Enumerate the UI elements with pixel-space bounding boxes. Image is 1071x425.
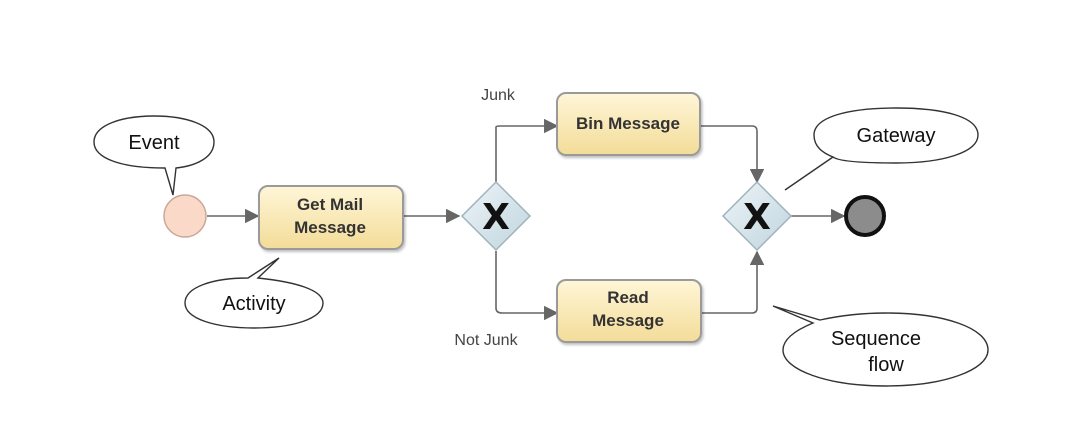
callout-gateway-label: Gateway — [857, 125, 936, 147]
task-read-label-line2: Message — [592, 311, 664, 330]
callout-event: Event — [93, 115, 215, 196]
flow-label-not-junk: Not Junk — [454, 332, 518, 349]
merge-gateway-x-mark: X — [743, 197, 771, 238]
callout-event-label: Event — [128, 132, 180, 154]
start-event[interactable] — [163, 194, 207, 238]
task-bin-message-box — [556, 92, 701, 156]
flow-label-junk: Junk — [481, 87, 516, 104]
split-gateway[interactable]: X — [460, 180, 532, 252]
callout-sequence-flow-label-line2: flow — [868, 354, 904, 376]
merge-gateway-diamond — [721, 180, 793, 252]
callout-gateway: Gateway — [784, 107, 979, 191]
flow-split-to-bin-message — [495, 118, 559, 183]
split-gateway-x-mark: X — [482, 197, 510, 238]
sequence-flows — [207, 118, 846, 321]
task-read-message[interactable]: Read Message — [556, 279, 702, 343]
split-gateway-diamond — [460, 180, 532, 252]
task-read-message-box — [556, 279, 702, 343]
flow-split-to-read-message — [495, 251, 559, 321]
callout-event-bubble — [93, 115, 215, 196]
task-get-mail-message[interactable]: Get Mail Message — [258, 185, 404, 250]
callout-activity: Activity — [184, 257, 324, 329]
task-bin-message[interactable]: Bin Message — [556, 92, 701, 156]
task-get-mail-label-line1: Get Mail — [297, 195, 363, 214]
flow-bin-to-merge-gateway — [700, 125, 765, 184]
callout-gateway-bubble — [784, 107, 979, 191]
end-event[interactable] — [844, 195, 886, 237]
callout-sequence-flow-bubble — [772, 305, 989, 387]
callout-activity-label: Activity — [222, 293, 285, 315]
callout-sequence-flow-label-line1: Sequence — [831, 328, 921, 350]
callout-activity-bubble — [184, 257, 324, 329]
task-get-mail-box — [258, 185, 404, 250]
task-bin-message-label: Bin Message — [576, 114, 680, 133]
task-get-mail-label-line2: Message — [294, 218, 366, 237]
flow-read-to-merge-gateway — [701, 250, 765, 314]
merge-gateway[interactable]: X — [721, 180, 793, 252]
callout-sequence-flow: Sequence flow — [772, 305, 989, 387]
task-read-label-line1: Read — [607, 288, 649, 307]
